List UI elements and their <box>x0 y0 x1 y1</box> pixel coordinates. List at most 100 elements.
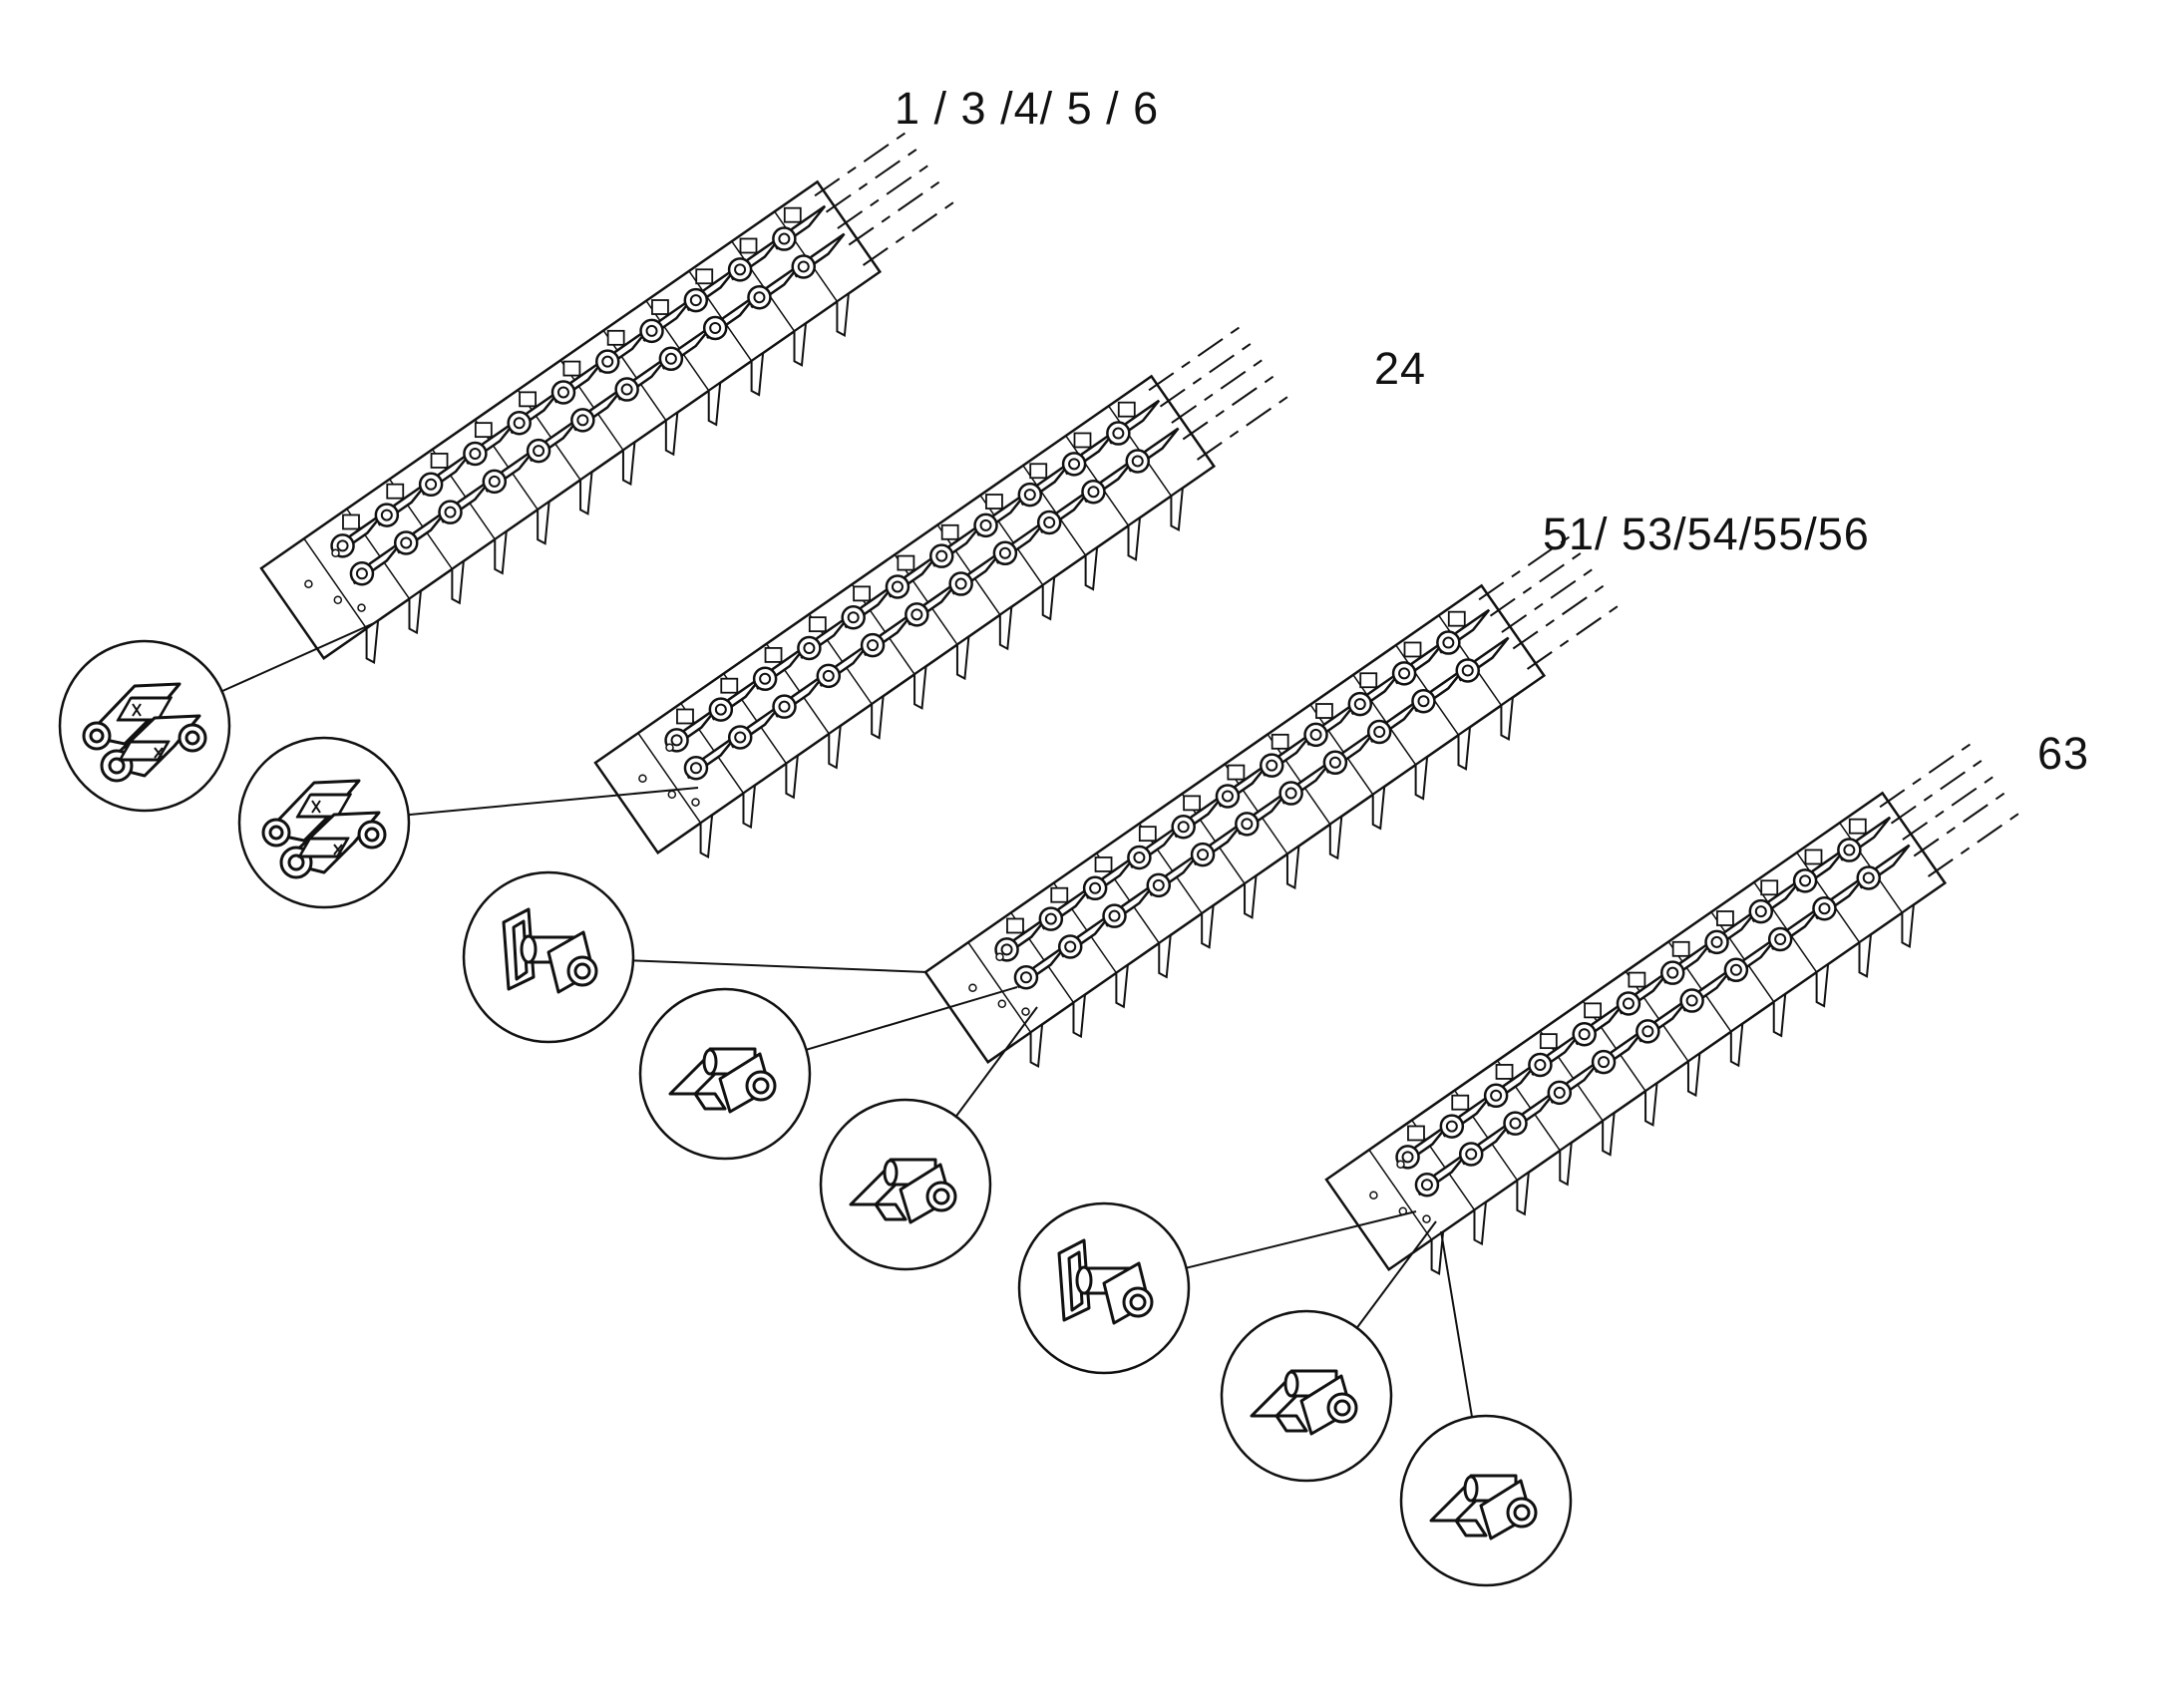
chain-pin-hole <box>1465 1148 1478 1161</box>
plate-hole <box>357 603 366 612</box>
chain-pin-hole <box>803 642 816 655</box>
flight-tooth <box>1457 725 1472 771</box>
chain-pin-hole <box>1108 909 1121 922</box>
chain-bushing-window <box>474 422 493 439</box>
chain-bushing-window <box>739 237 758 254</box>
chain-pin-hole <box>1729 963 1742 976</box>
chain-pin-hole <box>444 506 457 518</box>
chain-pin-hole <box>1131 455 1144 468</box>
flight-tooth <box>365 618 380 664</box>
chain-pin-hole <box>576 414 589 427</box>
flight-tooth <box>1072 992 1087 1039</box>
flight-tooth <box>742 783 757 830</box>
chain-pin-hole <box>664 352 677 365</box>
chain-pin-hole <box>355 567 368 580</box>
chain-bushing-window <box>1403 641 1422 658</box>
flight-tooth <box>1371 784 1386 831</box>
chain-pin-hole <box>1000 943 1013 956</box>
chain-pin-hole <box>1177 821 1190 834</box>
chain-pin-hole <box>1622 997 1635 1010</box>
plate-hole <box>997 999 1007 1008</box>
plate-segment-line <box>979 495 1044 586</box>
flight-tooth <box>1170 486 1185 532</box>
chain-bushing-window <box>853 585 871 602</box>
detail-view-5 <box>819 1098 992 1271</box>
chain-continuation-line <box>1148 321 1249 392</box>
chain-continuation-line <box>1182 370 1282 441</box>
chain-pin-hole <box>1420 1179 1433 1192</box>
chain-pin-hole <box>533 445 545 458</box>
chain-bushing-window <box>764 647 783 663</box>
chain-pin-hole <box>1754 905 1767 918</box>
leader-line <box>806 986 1018 1051</box>
chain-pin-hole <box>1112 427 1125 440</box>
flight-tooth <box>1029 1022 1044 1068</box>
chain-pin-hole <box>1044 912 1057 925</box>
plate-hole <box>665 743 674 752</box>
plate-hole <box>1021 1007 1030 1016</box>
flight-tooth <box>998 604 1013 651</box>
chain-pin-hole <box>1843 844 1856 856</box>
chain-pin-hole <box>1241 818 1254 831</box>
chain-pin-hole <box>1445 1120 1458 1133</box>
flight-tooth <box>750 351 765 397</box>
chain-pin-hole <box>1710 935 1723 948</box>
chain-bushing-window <box>1447 610 1466 627</box>
chain-pin-hole <box>910 608 923 621</box>
plate-segment-line <box>637 732 702 824</box>
flight-tooth <box>955 634 970 681</box>
flight-tooth <box>699 813 714 858</box>
chain-bushing-window <box>606 329 625 346</box>
chain-bushing-window <box>1628 971 1646 988</box>
chain-pin-hole <box>1442 636 1455 649</box>
plate-hole <box>968 983 977 992</box>
flight-tooth <box>664 410 679 457</box>
chain-pin-hole <box>1284 787 1297 800</box>
chain-pin-hole <box>380 509 393 521</box>
flight-tooth <box>1158 932 1172 979</box>
plate-hole <box>1396 1160 1405 1169</box>
chain-pin-hole <box>867 639 880 652</box>
chain-pin-hole <box>425 478 438 491</box>
detail-view-2 <box>237 736 411 909</box>
chain-pin-hole <box>1666 966 1679 979</box>
plate-hole <box>995 952 1004 961</box>
chain-bushing-window <box>1451 1094 1470 1111</box>
flight-tooth <box>1127 515 1142 561</box>
chain-continuation-line <box>1512 579 1613 650</box>
chain-pin-hole <box>1373 726 1386 738</box>
chain-bushing-window <box>720 677 739 694</box>
chain-pin-hole <box>734 263 747 276</box>
flight-tooth <box>1729 1021 1744 1068</box>
plate-hole <box>691 798 700 807</box>
plate-segment-line <box>1022 465 1087 556</box>
flight-tooth <box>1041 574 1056 621</box>
plate-hole <box>667 790 677 799</box>
chain-pin-hole <box>1818 902 1831 915</box>
chain-bushing-window <box>1117 401 1136 418</box>
leader-line <box>1355 1220 1437 1329</box>
chain-pin-hole <box>1598 1056 1611 1069</box>
chain-continuation-line <box>1501 562 1601 633</box>
detail-view-4 <box>638 987 812 1161</box>
chain-pin-hole <box>1019 971 1032 984</box>
chain-bushing-window <box>1315 703 1333 719</box>
chain-bushing-window <box>1584 1002 1602 1019</box>
chain-pin-hole <box>556 386 569 399</box>
chain-pin-hole <box>1089 881 1102 894</box>
chain-pin-hole <box>1309 728 1322 741</box>
chain-continuation-line <box>1526 599 1627 670</box>
flight-tooth <box>836 291 851 338</box>
chain-bushing-window <box>651 299 669 315</box>
flight-tooth <box>785 753 800 800</box>
plate-hole <box>333 595 343 604</box>
chain-pin-hole <box>1553 1086 1566 1099</box>
chain-pin-hole <box>1197 849 1210 861</box>
flight-tooth <box>1559 1140 1573 1187</box>
chain-pin-hole <box>1328 756 1341 769</box>
chain-bushing-window <box>386 483 405 500</box>
chain-pin-hole <box>734 731 747 744</box>
plate-hole <box>304 579 313 588</box>
chain-pin-hole <box>847 611 860 624</box>
leader-line <box>408 787 699 817</box>
